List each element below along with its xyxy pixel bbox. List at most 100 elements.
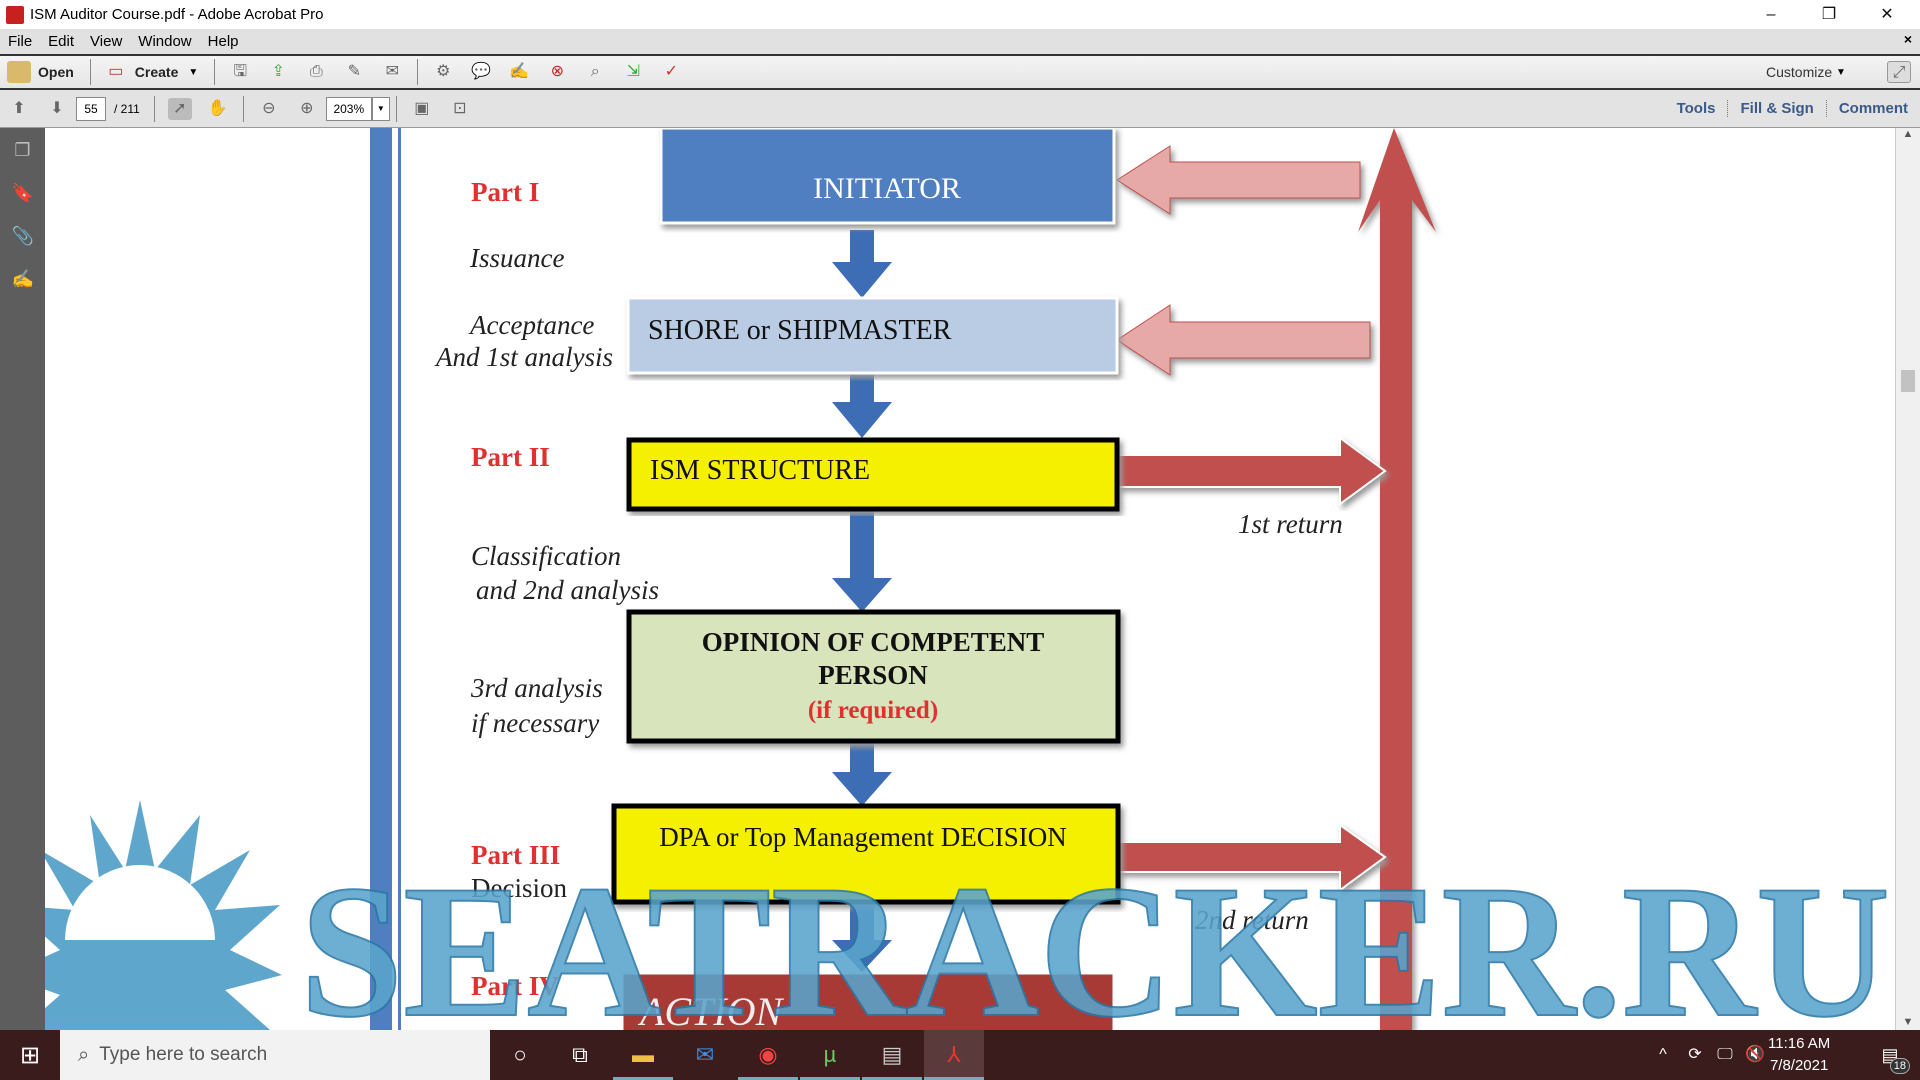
if-necessary-label: if necessary bbox=[471, 708, 599, 738]
delete-page-icon[interactable]: ⊗ bbox=[550, 63, 564, 80]
sun-logo bbox=[45, 800, 282, 1030]
third-analysis-label: 3rd analysis bbox=[470, 673, 603, 703]
down-arrows bbox=[832, 230, 892, 972]
menu-file[interactable]: File bbox=[8, 33, 33, 50]
next-page-icon[interactable]: ⬇ bbox=[50, 99, 64, 117]
tools-tab[interactable]: Tools bbox=[1676, 100, 1716, 117]
create-pdf-icon[interactable]: ▭ bbox=[108, 63, 124, 80]
fit-page-icon[interactable]: ▣ bbox=[414, 99, 430, 117]
cortana-icon[interactable]: ○ bbox=[513, 1042, 527, 1067]
down-arrow bbox=[832, 230, 892, 298]
create-button[interactable]: Create bbox=[134, 64, 179, 80]
previous-page-icon[interactable]: ⬆ bbox=[12, 99, 26, 117]
comment-icon[interactable]: 💬 bbox=[471, 63, 492, 80]
menu-window[interactable]: Window bbox=[138, 33, 192, 50]
fill-sign-tab[interactable]: Fill & Sign bbox=[1727, 100, 1825, 117]
email-icon[interactable]: ✉ bbox=[385, 63, 399, 80]
clock-date: 7/8/2021 bbox=[1769, 1057, 1829, 1074]
taskbar-search[interactable]: ⌕ Type here to search bbox=[60, 1030, 490, 1080]
page-search-icon[interactable]: ⌕ bbox=[590, 63, 600, 80]
hand-tool-icon[interactable]: ✋ bbox=[207, 99, 228, 117]
customize-button[interactable]: Customize bbox=[1766, 64, 1833, 80]
open-button[interactable]: Open bbox=[38, 64, 74, 80]
page-total: / 211 bbox=[114, 101, 140, 116]
utorrent-icon[interactable]: µ bbox=[800, 1030, 860, 1080]
update-icon[interactable]: ⟳ bbox=[1688, 1046, 1702, 1063]
close-button[interactable]: ✕ bbox=[1880, 6, 1894, 23]
menu-help[interactable]: Help bbox=[207, 33, 239, 50]
part-4-label: Part IV bbox=[471, 971, 559, 1001]
scrollbar-thumb[interactable] bbox=[1901, 370, 1915, 392]
fullscreen-icon[interactable]: ⤢ bbox=[1887, 61, 1911, 83]
save-icon[interactable]: 🖫 bbox=[233, 63, 248, 80]
initiator-label: INITIATOR bbox=[813, 172, 961, 205]
shore-label: SHORE or SHIPMASTER bbox=[648, 315, 952, 346]
opinion-box bbox=[626, 609, 1121, 744]
scroll-down-icon[interactable]: ▼ bbox=[1902, 1016, 1914, 1028]
export-icon[interactable]: ⇲ bbox=[626, 63, 640, 80]
windows-start-icon[interactable]: ⊞ bbox=[19, 1041, 41, 1069]
cloud-upload-icon[interactable]: ⇪ bbox=[271, 63, 285, 80]
network-icon[interactable]: 🖵 bbox=[1717, 1046, 1733, 1063]
task-view-icon[interactable]: ⧉ bbox=[572, 1042, 588, 1067]
blue-side-bar bbox=[370, 128, 392, 1030]
acrobat-taskbar-icon[interactable]: ⅄ bbox=[924, 1030, 984, 1080]
app-icon[interactable]: ▤ bbox=[862, 1030, 922, 1080]
zoom-in-icon[interactable]: ⊕ bbox=[300, 99, 314, 117]
chevron-down-icon[interactable]: ▼ bbox=[188, 66, 199, 78]
title-bar: ISM Auditor Course.pdf - Adobe Acrobat P… bbox=[0, 0, 1920, 29]
notification-center-icon[interactable]: ▤18 bbox=[1870, 1030, 1910, 1080]
watermark-text: SEATRACKER.RU bbox=[300, 847, 1890, 1057]
chrome-icon[interactable]: ◉ bbox=[738, 1030, 798, 1080]
feedback-arrow-initiator bbox=[1116, 145, 1361, 215]
vertical-scrollbar[interactable]: ▲ ▼ bbox=[1895, 128, 1920, 1030]
pages-icon[interactable]: ❐ bbox=[14, 140, 31, 160]
ism-structure-label: ISM STRUCTURE bbox=[650, 455, 870, 486]
search-icon: ⌕ bbox=[78, 1043, 90, 1066]
system-clock[interactable]: 11:16 AM 7/8/2021 bbox=[1768, 1033, 1830, 1077]
clock-time: 11:16 AM bbox=[1768, 1035, 1831, 1052]
menu-view[interactable]: View bbox=[90, 33, 123, 50]
second-return-label: 2nd return bbox=[1195, 905, 1309, 935]
navigation-pane: ❐ 🔖 📎 ✍ bbox=[0, 128, 45, 1030]
acceptance-label: Acceptance bbox=[468, 310, 594, 340]
customize-chevron-icon[interactable]: ▼ bbox=[1836, 66, 1846, 78]
return-arrow-vertical bbox=[1358, 128, 1436, 1030]
highlight-icon[interactable]: ✍ bbox=[509, 63, 530, 80]
close-document-button[interactable]: × bbox=[1903, 31, 1912, 47]
scroll-up-icon[interactable]: ▲ bbox=[1902, 128, 1914, 140]
part-2-label: Part II bbox=[471, 442, 550, 472]
down-arrow bbox=[832, 373, 892, 438]
fit-width-icon[interactable]: ⊡ bbox=[453, 99, 467, 117]
folder-icon[interactable] bbox=[7, 61, 31, 83]
mail-icon[interactable]: ✉ bbox=[695, 1042, 715, 1067]
sign-icon[interactable]: ✓ bbox=[664, 63, 678, 80]
down-arrow bbox=[832, 902, 892, 972]
down-arrow bbox=[832, 509, 892, 612]
file-explorer-icon[interactable]: ▬ bbox=[613, 1030, 673, 1080]
zoom-dropdown-icon[interactable]: ▼ bbox=[371, 96, 390, 121]
select-tool-icon[interactable]: ➚ bbox=[167, 97, 192, 120]
zoom-input[interactable]: 203% bbox=[325, 96, 372, 121]
gear-icon[interactable]: ⚙ bbox=[436, 63, 451, 80]
signature-icon[interactable]: ✍ bbox=[11, 269, 34, 289]
attachment-icon[interactable]: 📎 bbox=[11, 226, 34, 246]
zoom-out-icon[interactable]: ⊖ bbox=[262, 99, 276, 117]
menu-edit[interactable]: Edit bbox=[48, 33, 75, 50]
opinion-label-3: (if required) bbox=[808, 697, 938, 724]
restore-button[interactable]: ❐ bbox=[1821, 6, 1837, 23]
bookmark-icon[interactable]: 🔖 bbox=[11, 183, 34, 203]
comment-tab[interactable]: Comment bbox=[1825, 100, 1920, 117]
seatracker-watermark: SEATRACKER.RU bbox=[45, 800, 1891, 1057]
page-number-input[interactable]: 55 bbox=[76, 96, 106, 121]
show-hidden-icons[interactable]: ^ bbox=[1659, 1046, 1667, 1063]
notification-count: 18 bbox=[1889, 1058, 1910, 1074]
minimize-button[interactable]: – bbox=[1766, 6, 1776, 23]
volume-muted-icon[interactable]: 🔇 bbox=[1745, 1046, 1765, 1063]
action-label: ACTION bbox=[637, 989, 785, 1034]
search-placeholder: Type here to search bbox=[99, 1044, 268, 1065]
edit-icon[interactable]: ✎ bbox=[347, 63, 361, 80]
classification-label: Classification bbox=[471, 541, 621, 571]
print-icon[interactable]: ⎙ bbox=[309, 63, 323, 80]
